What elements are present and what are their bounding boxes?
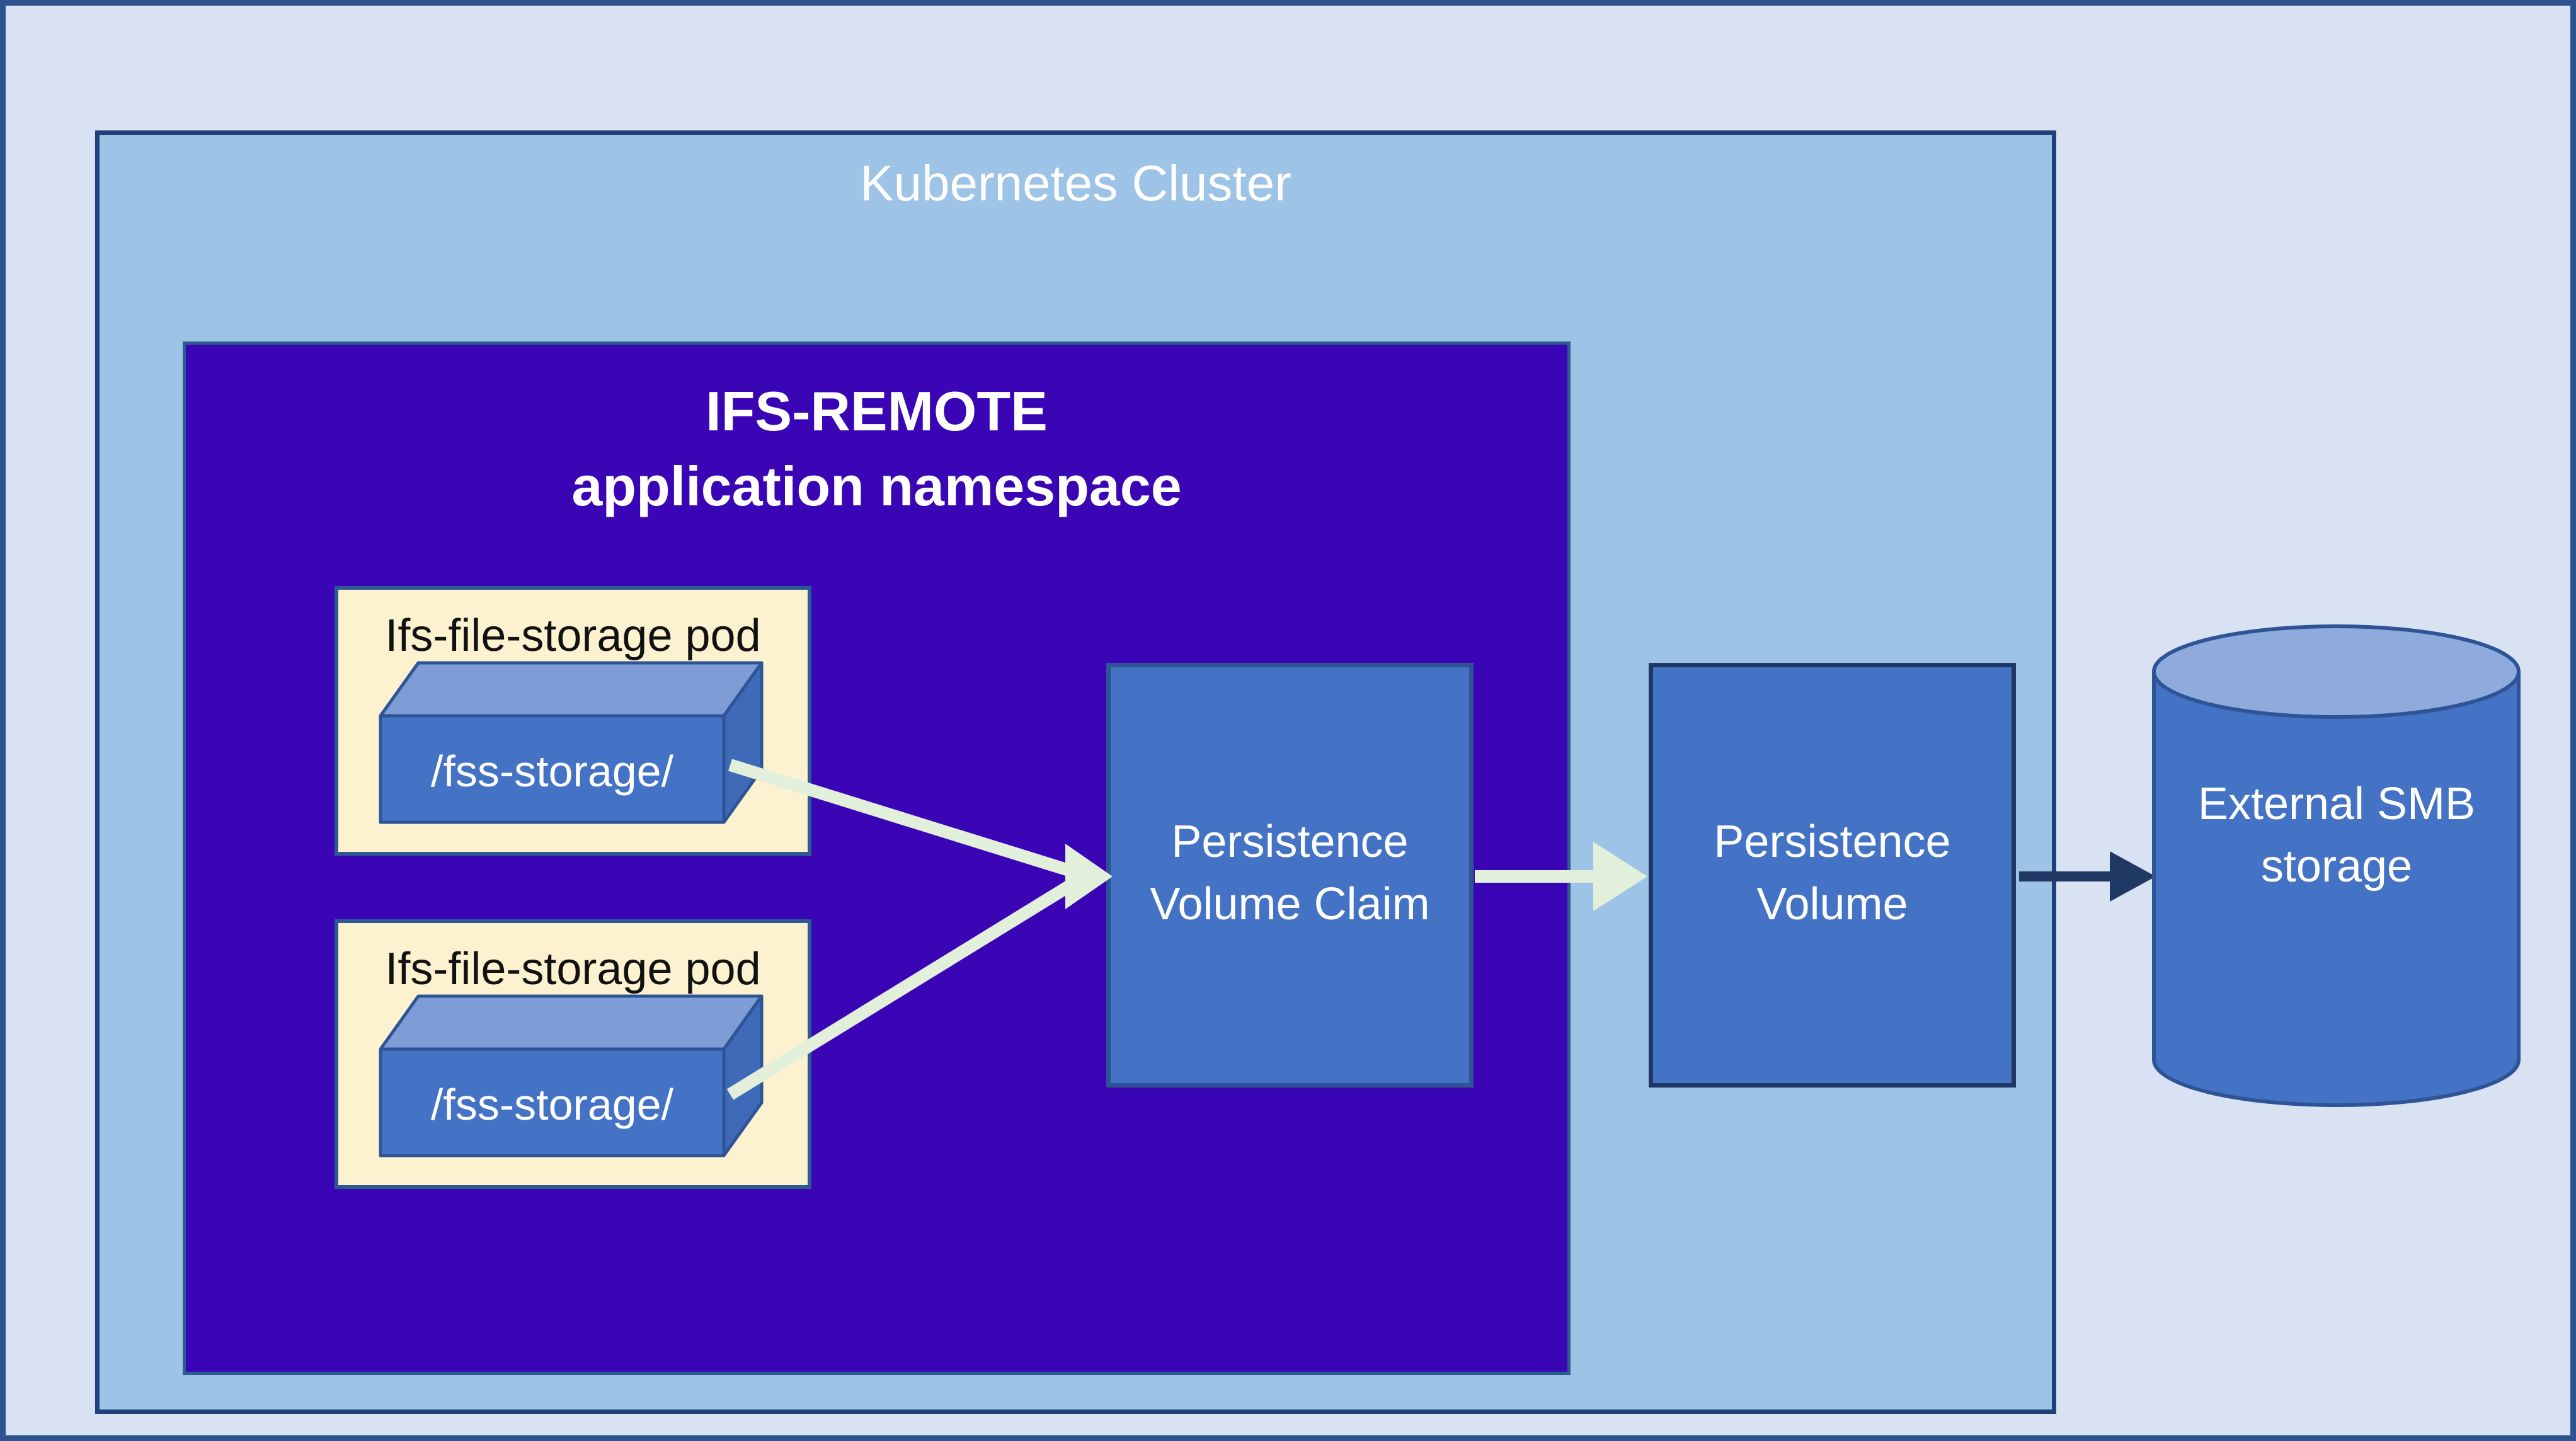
pvc-label-line2: Volume Claim [1150,879,1430,930]
namespace-title: IFS-REMOTE application namespace [183,374,1571,524]
namespace-title-line2: application namespace [571,454,1182,517]
pv-label: Persistence Volume [1649,811,2016,936]
pod-title-2: Ifs-file-storage pod [385,944,761,994]
pod-title-1: Ifs-file-storage pod [385,611,761,661]
pvc-label: Persistence Volume Claim [1106,811,1474,936]
volume-path-label-1: /fss-storage/ [430,747,674,796]
persistence-volume-box [1649,663,2016,1088]
pv-label-line2: Volume [1756,879,1908,930]
external-storage-label-line1: External SMB [2197,779,2476,829]
pv-label-line1: Persistence [1714,817,1951,867]
external-storage-label-line2: storage [2260,841,2413,892]
volume-path-label-2: /fss-storage/ [430,1080,674,1129]
pvc-label-line1: Persistence [1171,817,1409,867]
namespace-title-line1: IFS-REMOTE [706,380,1048,442]
cluster-title: Kubernetes Cluster [860,155,1291,211]
external-storage-label: External SMB storage [2154,773,2519,898]
